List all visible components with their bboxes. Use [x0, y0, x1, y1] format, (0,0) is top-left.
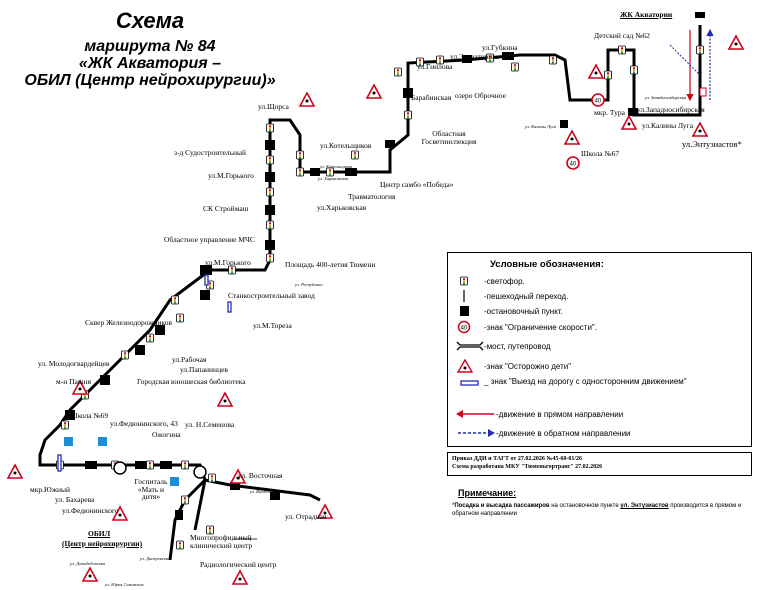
- stop-mkr-tura: мкр. Тура: [594, 108, 625, 117]
- stop-sambo: Центр самбо «Победа»: [380, 180, 454, 189]
- stop-stanko: Станкостроительный завод: [228, 291, 315, 300]
- stop-otradnaya: ул. Отрадная: [285, 512, 327, 521]
- legend-forward: -движение в прямом направлении: [456, 408, 623, 420]
- street-respubliki: ул. Республики: [295, 282, 323, 287]
- order-line-2: Схема разработана МКУ "Тюменьгортранс" 2…: [452, 463, 603, 470]
- legend-title: Условные обозначения:: [490, 259, 604, 270]
- pedestrian-crossings: [64, 437, 179, 486]
- legend-bridge: -мост, путепровод: [456, 340, 551, 352]
- stop-bakhareva: ул. Бахарева: [55, 495, 95, 504]
- stop-pashnya: м-н Пашня: [56, 377, 92, 386]
- speed-value: 40: [461, 325, 468, 331]
- legend-stop: -остановочный пункт.: [456, 305, 563, 317]
- stop-rabochaya: ул.Рабочая: [172, 355, 207, 364]
- stop-detsky-sad: Детский сад №62: [594, 31, 650, 40]
- note-star: *: [452, 503, 455, 509]
- stop-gorkogo2: ул.М.Горького: [205, 258, 251, 267]
- street-kharkov: ул. Харьковская: [318, 176, 348, 181]
- legend-text: -знак "Ограничение скорости".: [484, 322, 597, 332]
- stop-markers: [65, 12, 705, 520]
- stop-ozhogina: Ожогина: [152, 430, 181, 439]
- stop-travmatologiya: Травматология: [348, 192, 396, 201]
- legend-children: -знак "Осторожно дети": [456, 359, 572, 373]
- legend-one-way: _ знак "Выезд на дорогу с односторонним …: [456, 377, 706, 389]
- legend-box: Условные обозначения: -светофор. -пешехо…: [447, 252, 752, 447]
- stop-mnogoprof: Многопрофильный клинический центр: [190, 533, 253, 550]
- order-line-1: Приказ ДДИ и ТАГТ от 27.02.2026 №45-60-0…: [452, 456, 583, 462]
- stop-mkr-yuzhny: мкр.Южный: [30, 485, 71, 494]
- legend-speed: 40 -знак "Ограничение скорости".: [456, 320, 597, 334]
- stop-bibl: Городская юношеская библиотека: [137, 377, 246, 386]
- stop-entuziastov: ул.Энтузиастов*: [682, 139, 742, 149]
- street-kalina: ул. Калины Луга: [525, 124, 556, 129]
- note-text: *Посадка и высадка пассажиров на останов…: [452, 502, 752, 519]
- note-underlined: ул. Энтузиастов: [620, 503, 669, 509]
- stop-papanintsev: ул.Папанинцев: [180, 365, 228, 374]
- scheme-title: Схема: [115, 8, 185, 33]
- street-radishcheva: ул. Радищева: [232, 536, 258, 541]
- street-kotelshch: ул. Котельщиков: [320, 164, 353, 169]
- stop-skver: Сквер Железнодорожников: [85, 318, 173, 327]
- street-vostochnaya: ул. Восточная: [250, 489, 278, 494]
- stop-elevatornaya: ул.Элеваторная: [450, 52, 500, 61]
- street-zapadnosib: ул. Западносибирская: [645, 95, 687, 100]
- stop-zhk-akvatoria: ЖК Акватории: [620, 10, 673, 19]
- legend-text: _ знак "Выезд на дорогу с односторонним …: [484, 377, 687, 386]
- stop-neuro: (Центр нейрохирургии): [62, 539, 143, 548]
- stop-molodogvardeytsev: ул. Молодогвардейцев: [38, 359, 110, 368]
- street-domodedovo: ул. Домодедовская: [70, 561, 106, 566]
- stop-kalina-luga: ул.Калины Луга: [642, 121, 694, 130]
- note-title: Примечание:: [458, 488, 517, 498]
- stop-vostochnaya: ул. Восточная: [238, 471, 283, 480]
- stop-fedyuninskogo: ул.Федюнинского: [62, 506, 119, 515]
- stop-gorkogo1: ул.М.Горького: [208, 171, 254, 180]
- route-line: [38, 25, 702, 561]
- note-rest: на остановочном пункте: [549, 503, 621, 509]
- stop-barabinskaya: Барабинская: [411, 93, 452, 102]
- note-tail: производится в прямом и обратном направл…: [452, 503, 742, 518]
- stop-ozero: озеро Оброчное: [455, 91, 506, 100]
- stop-kotelshchikov: ул.Котельщиков: [320, 141, 372, 150]
- stop-shchorsa: ул.Щорса: [258, 102, 289, 111]
- stop-zapadnosibirskaya: ул.Западносибирская: [637, 105, 705, 114]
- stop-sk-stroyman: СК Строймаш: [203, 204, 249, 213]
- legend-text: -светофор.: [484, 276, 525, 286]
- stop-sudostroitelny: з-д Судостроительный: [174, 148, 247, 157]
- order-box: Приказ ДДИ и ТАГТ от 27.02.2026 №45-60-0…: [447, 452, 752, 476]
- note-bold: Посадка и высадка пассажиров: [454, 503, 550, 509]
- legend-text: -движение в обратном направлении: [496, 428, 631, 438]
- route-end: ОБИЛ (Центр нейрохирургии)»: [24, 72, 276, 89]
- legend-text: -мост, путепровод: [484, 341, 551, 351]
- legend-text: -остановочный пункт.: [484, 306, 563, 316]
- stop-obil: ОБИЛ: [88, 529, 111, 538]
- stop-kharkovskaya: ул.Харьковская: [317, 203, 367, 212]
- route-number: маршрута № 84: [84, 38, 216, 55]
- stop-gosvet: Областная Госветинспекция: [421, 129, 477, 146]
- stop-radiolog: Радиологический центр: [200, 560, 277, 569]
- stop-ploshchad400: Площадь 400-летия Тюмени: [285, 260, 376, 269]
- stop-gniloe: ул.Гнилова: [417, 62, 453, 71]
- stop-gubkina: ул.Губкина: [482, 43, 518, 52]
- legend-text: -знак "Осторожно дети": [484, 361, 572, 371]
- one-way-signs: [57, 274, 232, 472]
- stop-mchs: Областное управление МЧС: [164, 235, 255, 244]
- direction-arrows: [669, 28, 714, 102]
- stop-toreza: ул.М.Тореза: [253, 321, 292, 330]
- legend-text: -движение в прямом направлении: [496, 409, 624, 419]
- legend-traffic-light: -светофор.: [456, 275, 525, 287]
- stop-shkola69: Школа №69: [70, 411, 109, 420]
- stop-shkola67: Школа №67: [581, 149, 620, 158]
- stop-semenova: ул. Н.Семенова: [185, 420, 235, 429]
- stop-gospital: Госпиталь «Мать и дитя»: [134, 477, 168, 501]
- stop-fed43: ул.Федюнинского, 43: [110, 419, 178, 428]
- street-yuri: ул. Юрия Семовских: [105, 582, 144, 587]
- street-dnepr: ул. Днепровская: [140, 556, 171, 561]
- legend-text: -пешеходный переход.: [484, 291, 569, 301]
- legend-backward: -движение в обратном направлении: [456, 427, 631, 439]
- legend-pedestrian: -пешеходный переход.: [456, 290, 568, 302]
- route-start: «ЖК Акватория –: [78, 55, 222, 72]
